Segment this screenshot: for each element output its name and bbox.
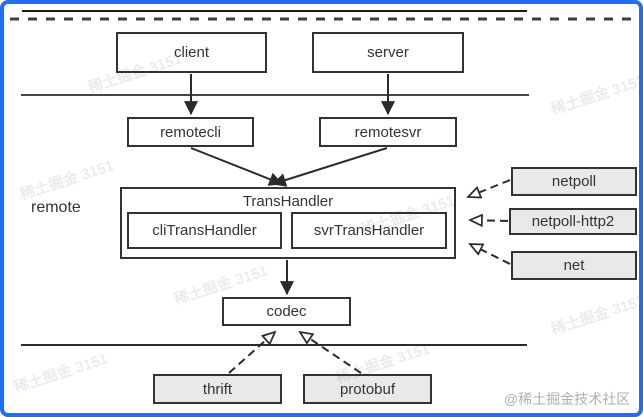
node-remotecli-label: remotecli xyxy=(160,123,221,141)
node-remotesvr-label: remotesvr xyxy=(354,123,422,141)
node-client: client xyxy=(116,32,267,73)
node-cli-transhandler: cliTransHandler xyxy=(127,212,282,249)
node-thrift-label: thrift xyxy=(202,380,233,398)
node-svr-transhandler-label: svrTransHandler xyxy=(313,222,425,239)
credit-text: @稀土掘金技术社区 xyxy=(504,391,631,407)
arrow-netpoll-http2-transhandler xyxy=(470,220,509,221)
node-codec: codec xyxy=(222,297,351,326)
arrow-netpoll-transhandler xyxy=(468,179,511,197)
node-protobuf: protobuf xyxy=(303,374,432,404)
arrow-remotecli-transhandler xyxy=(190,147,284,186)
node-remotesvr: remotesvr xyxy=(319,117,457,147)
node-netpoll: netpoll xyxy=(511,167,637,196)
node-protobuf-label: protobuf xyxy=(339,380,396,398)
arrow-net-transhandler xyxy=(470,244,511,265)
node-netpoll-http2: netpoll-http2 xyxy=(509,208,637,235)
arrow-thrift-codec xyxy=(228,332,275,374)
node-transhandler-group: TransHandler cliTransHandler svrTransHan… xyxy=(120,187,456,259)
node-cli-transhandler-label: cliTransHandler xyxy=(152,222,257,239)
watermark-text: 稀土掘金 3151 xyxy=(18,157,117,204)
node-remotecli: remotecli xyxy=(127,117,254,147)
node-netpoll-http2-label: netpoll-http2 xyxy=(531,213,615,230)
watermark-text: 稀土掘金 3151 xyxy=(549,72,643,119)
arrow-remotesvr-transhandler xyxy=(271,147,388,187)
node-client-label: client xyxy=(173,44,210,61)
node-svr-transhandler: svrTransHandler xyxy=(291,212,447,249)
watermark-text: 稀土掘金 3151 xyxy=(549,292,643,339)
node-thrift: thrift xyxy=(153,374,282,404)
node-codec-label: codec xyxy=(266,303,307,320)
node-netpoll-label: netpoll xyxy=(551,173,597,190)
node-server: server xyxy=(312,32,464,73)
node-net: net xyxy=(511,251,637,280)
node-server-label: server xyxy=(367,44,409,61)
node-transhandler-title: TransHandler xyxy=(242,193,334,210)
arrow-protobuf-codec xyxy=(300,332,362,374)
node-net-label: net xyxy=(563,257,585,274)
watermark-text: 稀土掘金 3151 xyxy=(12,350,111,397)
layer-label-remote: remote xyxy=(31,199,81,216)
